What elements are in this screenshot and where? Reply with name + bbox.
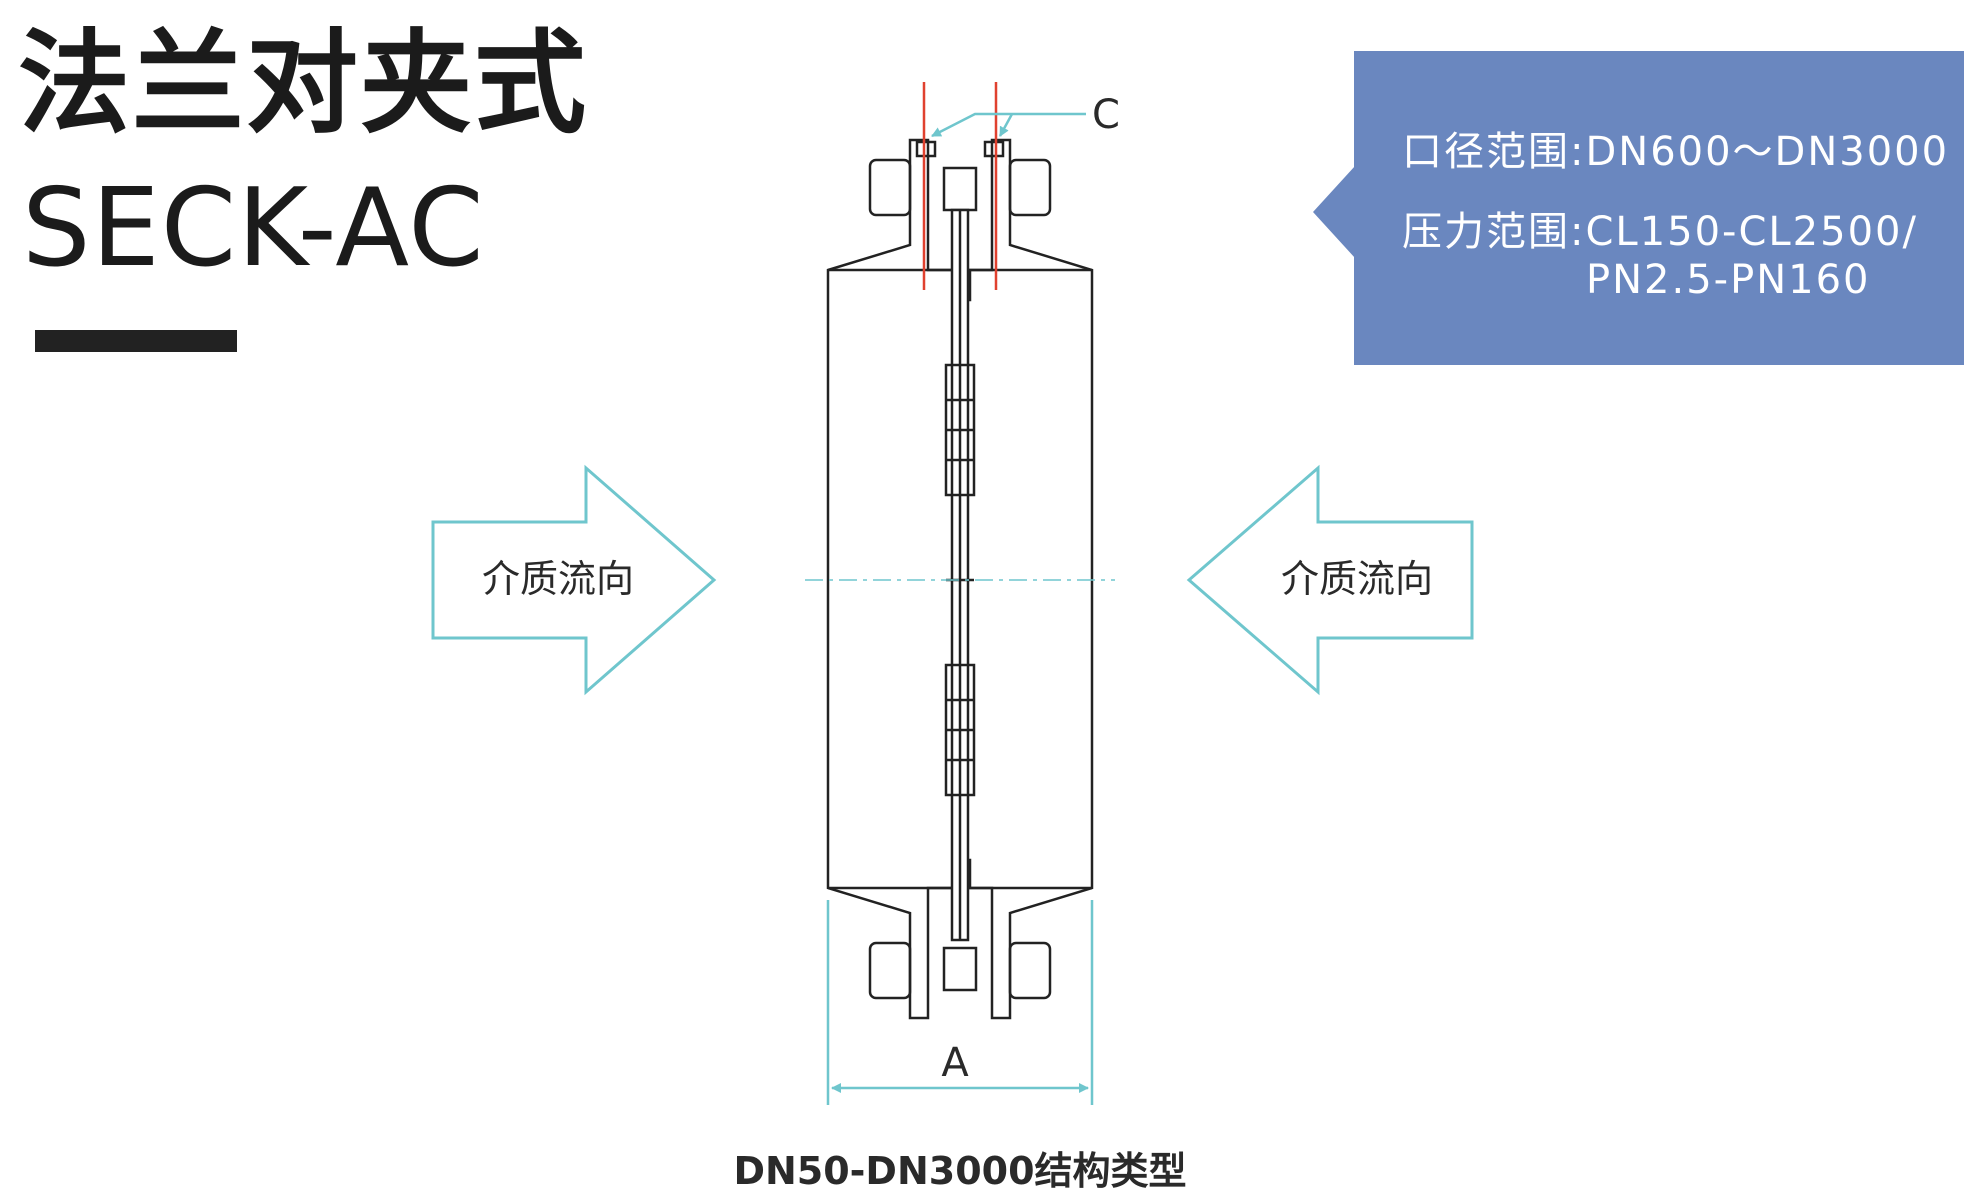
spec-box-pointer xyxy=(1313,166,1355,258)
diagram-caption: DN50-DN3000结构类型 xyxy=(733,1149,1187,1193)
dimension-a-label: A xyxy=(941,1040,969,1086)
spec-pressure-range: 压力范围:CL150-CL2500/ xyxy=(1402,209,1918,255)
flow-label-left: 介质流向 xyxy=(482,557,634,601)
spec-size-range: 口径范围:DN600～DN3000 xyxy=(1402,129,1950,175)
dimension-c-label: C xyxy=(1092,92,1120,138)
flow-arrow-left xyxy=(431,464,717,696)
dimension-a-line xyxy=(826,900,1094,1105)
spec-box: 口径范围:DN600～DN3000 压力范围:CL150-CL2500/ PN2… xyxy=(1354,51,1964,365)
flow-arrow-right xyxy=(1186,464,1474,696)
flange-bolts xyxy=(922,82,998,290)
spec-pressure-range-pn: PN2.5-PN160 xyxy=(1586,257,1871,303)
flow-label-right: 介质流向 xyxy=(1281,557,1433,601)
title-underline-bar xyxy=(35,330,237,352)
model-code: SECK-AC xyxy=(22,166,485,291)
page-title: 法兰对夹式 xyxy=(18,19,588,149)
dimension-c-leader xyxy=(931,112,1086,138)
valve-body xyxy=(826,138,1094,1020)
